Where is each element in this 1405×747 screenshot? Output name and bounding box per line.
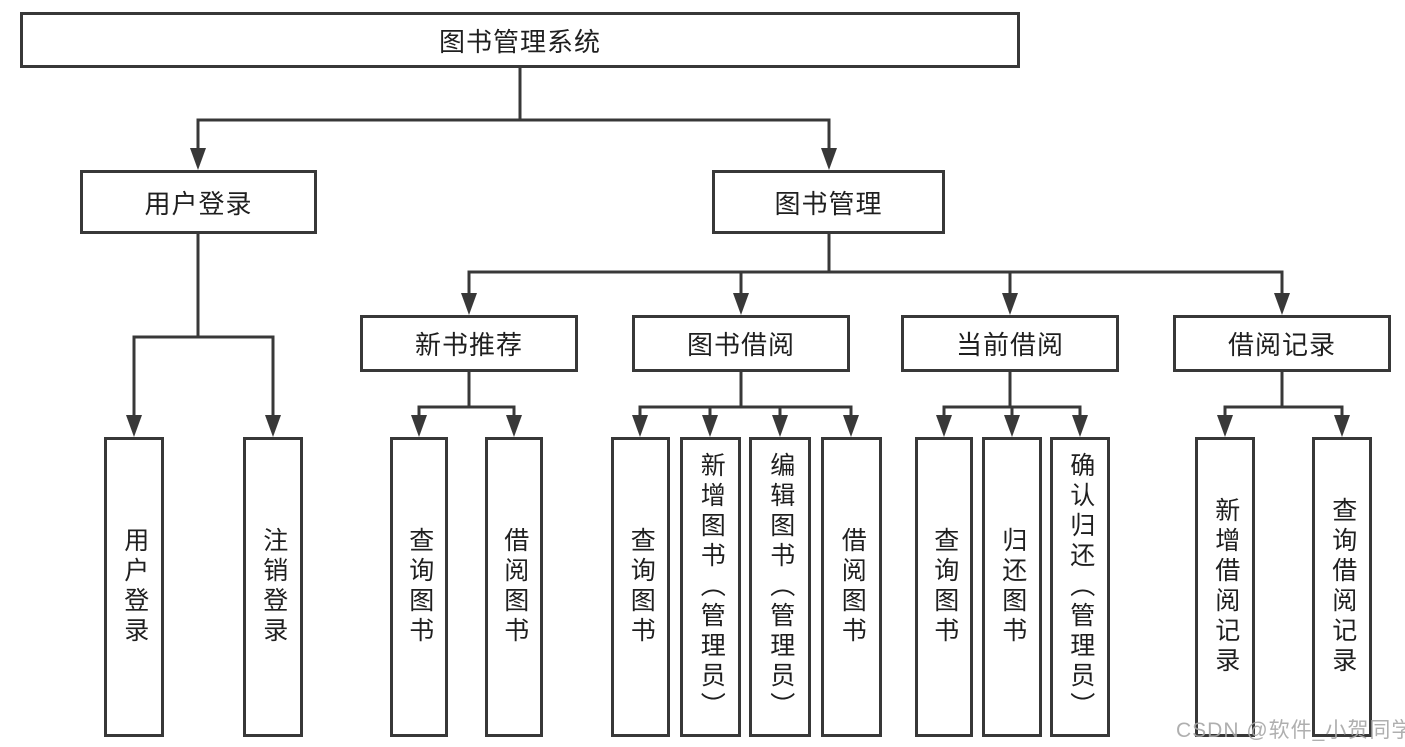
node-current-borrowing: 当前借阅 [901, 315, 1119, 372]
node-new-book-recommendation: 新书推荐 [360, 315, 578, 372]
node-label: 查询图书 [405, 527, 434, 647]
leaf-query-borrow-record: 查询借阅记录 [1312, 437, 1372, 737]
leaf-user-login: 用户登录 [104, 437, 164, 737]
leaf-borrow-books-recommend: 借阅图书 [485, 437, 543, 737]
leaf-add-books-admin: 新增图书（管理员） [680, 437, 741, 737]
node-library-management-system: 图书管理系统 [20, 12, 1020, 68]
node-book-management: 图书管理 [712, 170, 945, 234]
leaf-borrow-books: 借阅图书 [821, 437, 882, 737]
node-borrowing-records: 借阅记录 [1173, 315, 1391, 372]
node-label: 查询借阅记录 [1328, 497, 1357, 677]
node-label: 图书管理系统 [438, 26, 601, 57]
leaf-logout: 注销登录 [243, 437, 303, 737]
node-label: 图书借阅 [686, 330, 795, 360]
leaf-edit-books-admin: 编辑图书（管理员） [749, 437, 811, 737]
leaf-return-books: 归还图书 [982, 437, 1042, 737]
node-label: 注销登录 [259, 527, 288, 647]
node-label: 查询图书 [930, 527, 959, 647]
leaf-query-books-current: 查询图书 [915, 437, 973, 737]
node-label: 新增借阅记录 [1211, 497, 1240, 677]
node-label: 归还图书 [998, 527, 1027, 647]
node-label: 用户登录 [144, 188, 253, 219]
leaf-query-books-recommend: 查询图书 [390, 437, 448, 737]
node-label: 借阅图书 [500, 527, 529, 647]
node-user-login: 用户登录 [80, 170, 317, 234]
node-label: 新增图书（管理员） [697, 452, 726, 722]
node-label: 查询图书 [627, 527, 656, 647]
csdn-watermark: CSDN @软件_小贺同学 [1176, 719, 1405, 742]
leaf-add-borrow-record: 新增借阅记录 [1195, 437, 1255, 737]
node-label: 借阅记录 [1227, 330, 1336, 360]
node-label: 编辑图书（管理员） [766, 452, 795, 722]
node-label: 用户登录 [120, 527, 149, 647]
node-label: 图书管理 [774, 188, 883, 219]
leaf-confirm-return-admin: 确认归还（管理员） [1050, 437, 1110, 737]
leaf-query-books-borrowing: 查询图书 [611, 437, 670, 737]
node-label: 当前借阅 [955, 330, 1064, 360]
node-label: 借阅图书 [838, 527, 867, 647]
node-label: 新书推荐 [414, 330, 523, 360]
node-label: 确认归还（管理员） [1066, 452, 1095, 722]
node-book-borrowing: 图书借阅 [632, 315, 850, 372]
